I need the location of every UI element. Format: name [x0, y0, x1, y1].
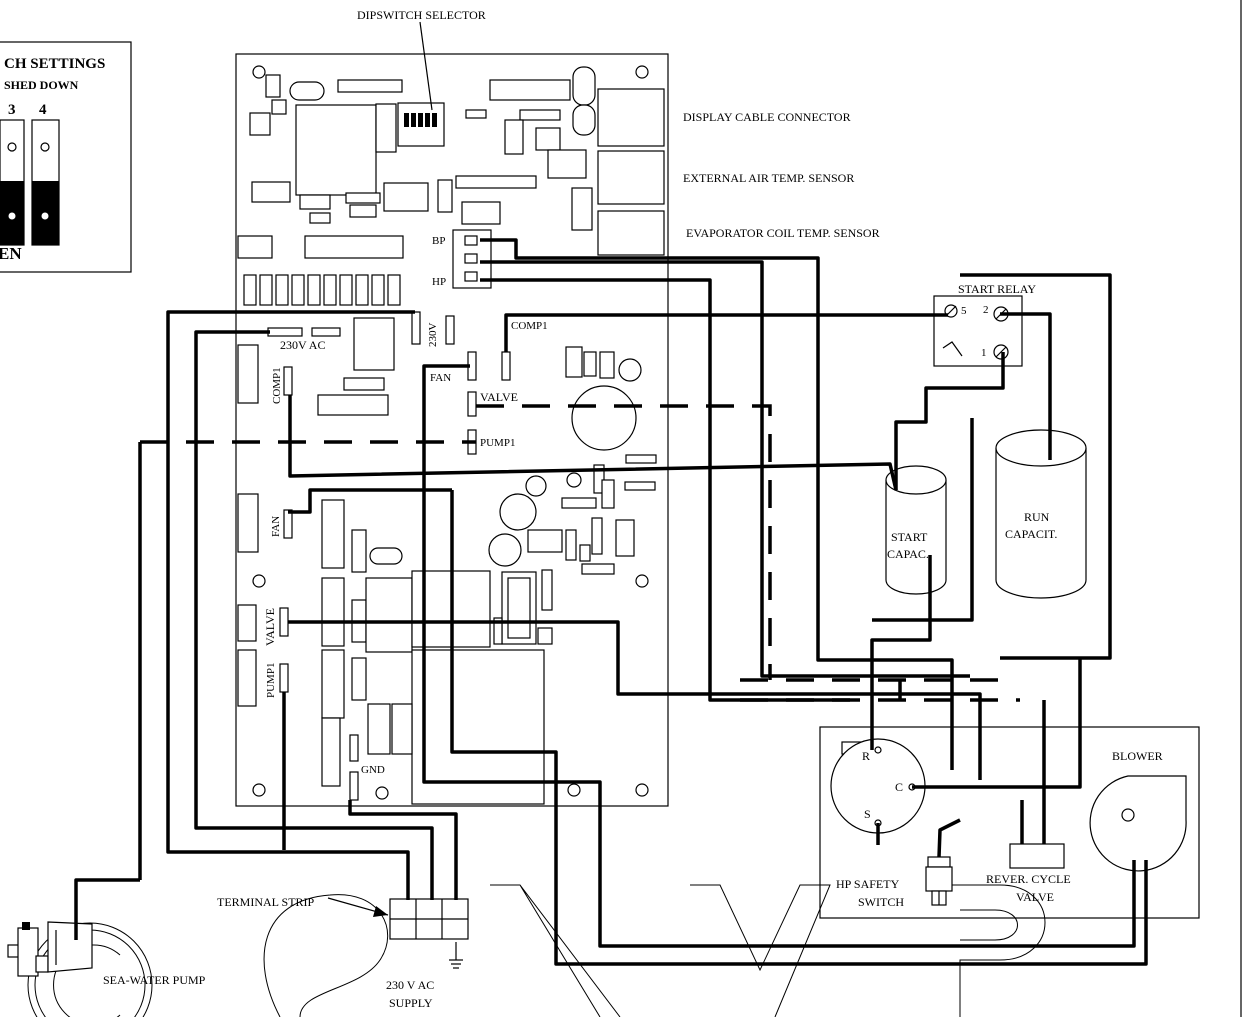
- v230-vertical-label: 230V: [427, 323, 439, 348]
- dip-title-1: CH SETTINGS: [4, 56, 105, 72]
- relay-terminal-1: 1: [981, 347, 987, 359]
- dip-switch-4-label: 4: [39, 102, 47, 118]
- compressor-r-label: R: [862, 749, 870, 763]
- start-capacitor-label-2: CAPAC.: [887, 547, 929, 561]
- blower-label: BLOWER: [1112, 749, 1163, 763]
- sea-water-pump: [7, 921, 93, 977]
- evaporator-coil-temp-sensor-label: EVAPORATOR COIL TEMP. SENSOR: [686, 226, 880, 240]
- supply-label-1: 230 V AC: [386, 978, 434, 992]
- run-capacitor-label-1: RUN: [1024, 510, 1050, 524]
- labels: DIPSWITCH SELECTOR DISPLAY CABLE CONNECT…: [103, 8, 1163, 1010]
- sea-water-pump-label: SEA-WATER PUMP: [103, 973, 206, 987]
- display-cable-connector-label: DISPLAY CABLE CONNECTOR: [683, 110, 851, 124]
- dip-footer: EN: [0, 244, 22, 263]
- pump1-left-label: PUMP1: [265, 663, 277, 698]
- fan-mid-label: FAN: [430, 372, 451, 384]
- valve-mid-label: VALVE: [480, 390, 518, 404]
- pump1-mid-label: PUMP1: [480, 437, 515, 449]
- dipswitch-settings-panel: CH SETTINGS SHED DOWN 3 4 EN: [0, 41, 132, 273]
- dip-title-2: SHED DOWN: [4, 78, 79, 92]
- terminal-strip: [327, 897, 469, 969]
- gnd-label: GND: [361, 764, 385, 776]
- comp1-top-label: COMP1: [511, 320, 548, 332]
- dipswitch-selector-label: DIPSWITCH SELECTOR: [357, 8, 486, 22]
- compressor-s-label: S: [864, 807, 871, 821]
- start-capacitor-label-1: START: [891, 530, 928, 544]
- compressor-blower-housing: [819, 726, 1200, 919]
- valve-left-label: VALVE: [263, 608, 277, 646]
- rever-valve-label-1: REVER. CYCLE: [986, 872, 1071, 886]
- terminal-strip-label: TERMINAL STRIP: [217, 895, 315, 909]
- v230-ac-label: 230V AC: [280, 338, 325, 352]
- control-board: [235, 53, 669, 807]
- run-capacitor: [995, 429, 1087, 599]
- relay-terminal-5: 5: [961, 305, 967, 317]
- wiring: [74, 21, 1148, 966]
- bp-label: BP: [432, 235, 445, 247]
- dip-switch-3-label: 3: [8, 102, 16, 118]
- hp-safety-label-2: SWITCH: [858, 895, 904, 909]
- rever-valve-label-2: VALVE: [1016, 890, 1054, 904]
- compressor-c-label: C: [895, 780, 903, 794]
- start-relay: [933, 295, 1023, 367]
- hp-label: HP: [432, 276, 446, 288]
- start-relay-label: START RELAY: [958, 282, 1036, 296]
- supply-label-2: SUPPLY: [389, 996, 433, 1010]
- comp1-left-label: COMP1: [271, 367, 283, 404]
- relay-terminal-2: 2: [983, 304, 989, 316]
- fan-left-label: FAN: [270, 516, 282, 537]
- hp-safety-label-1: HP SAFETY: [836, 877, 900, 891]
- external-air-temp-sensor-label: EXTERNAL AIR TEMP. SENSOR: [683, 171, 854, 185]
- run-capacitor-label-2: CAPACIT.: [1005, 527, 1057, 541]
